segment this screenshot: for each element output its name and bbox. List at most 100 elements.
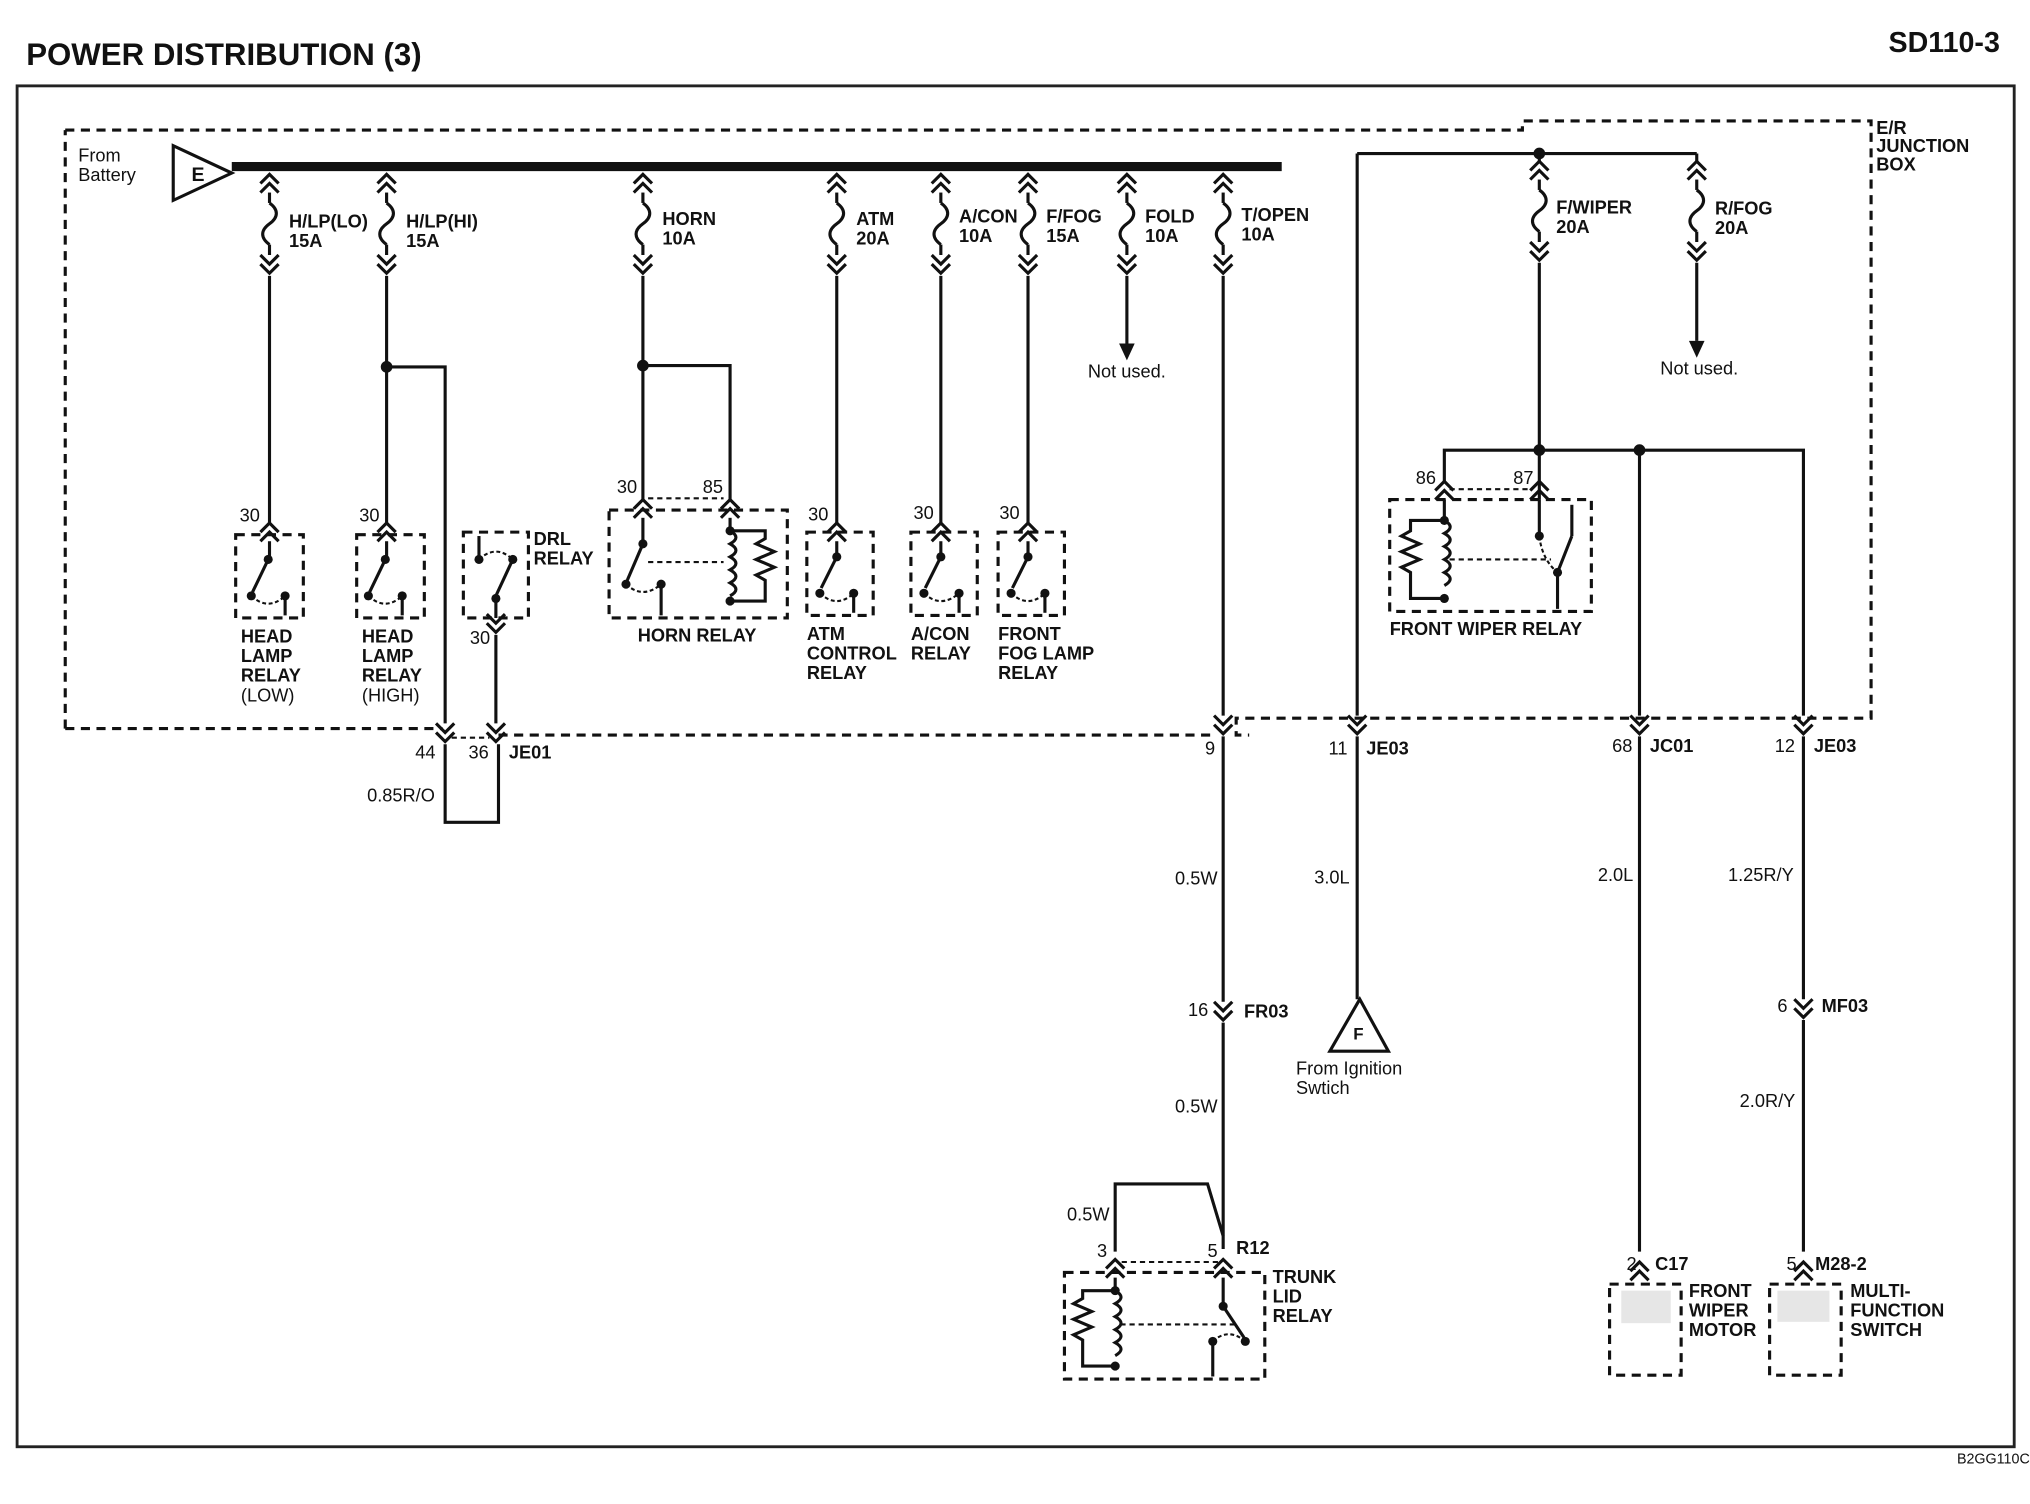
svg-text:F/WIPER: F/WIPER (1556, 197, 1632, 217)
not-used-rfog: Not used. (1660, 359, 1738, 379)
svg-text:JUNCTION: JUNCTION (1876, 136, 1969, 156)
trunk-lid-relay: TRUNK LID RELAY (1062, 1257, 1336, 1381)
ignition-circuit: F From Ignition Swtich (1296, 153, 1402, 1098)
atm-control-relay: 30 ATM CONTROL RELAY (805, 504, 897, 683)
page-code: SD110-3 (1889, 27, 2000, 59)
svg-text:9: 9 (1205, 739, 1215, 759)
connector-je01: 44 36 JE01 0.85R/O (367, 721, 552, 824)
svg-text:(LOW): (LOW) (241, 685, 295, 705)
svg-text:11: 11 (1329, 739, 1348, 759)
svg-text:R12: R12 (1236, 1238, 1269, 1258)
svg-text:2: 2 (1626, 1254, 1636, 1274)
svg-text:68: 68 (1612, 736, 1632, 756)
svg-text:HEAD: HEAD (362, 627, 414, 647)
svg-text:0.5W: 0.5W (1175, 869, 1218, 889)
svg-text:30: 30 (914, 503, 934, 523)
svg-text:5: 5 (1208, 1241, 1218, 1261)
diagram-frame (15, 84, 2016, 1449)
svg-text:12: 12 (1775, 736, 1795, 756)
connector-je03-pin9: 9 (1205, 714, 1234, 759)
svg-text:20A: 20A (1556, 217, 1589, 237)
svg-text:HEAD: HEAD (241, 627, 293, 647)
svg-text:C17: C17 (1655, 1254, 1688, 1274)
svg-text:RELAY: RELAY (241, 666, 301, 686)
connector-jc01: 68 JC01 (1612, 714, 1694, 756)
svg-text:JC01: JC01 (1650, 736, 1694, 756)
svg-text:FUNCTION: FUNCTION (1850, 1301, 1944, 1321)
svg-text:0.5W: 0.5W (1067, 1204, 1110, 1224)
svg-text:30: 30 (617, 477, 637, 497)
svg-text:HORN RELAY: HORN RELAY (638, 625, 757, 645)
svg-text:JE03: JE03 (1366, 739, 1409, 759)
svg-text:A/CON: A/CON (911, 624, 970, 644)
svg-text:15A: 15A (406, 231, 439, 251)
junction-box-label: E/R JUNCTION BOX (1876, 118, 1969, 174)
connector-je03-pin11: 11 JE03 (1329, 739, 1409, 759)
svg-text:From Ignition: From Ignition (1296, 1059, 1402, 1079)
svg-text:2.0L: 2.0L (1598, 865, 1633, 885)
fuse-atm: ATM 20A (826, 172, 894, 524)
svg-text:0.5W: 0.5W (1175, 1096, 1218, 1116)
svg-text:RELAY: RELAY (1273, 1306, 1333, 1326)
battery-source: From Battery E (78, 143, 1282, 203)
svg-text:RELAY: RELAY (807, 663, 867, 683)
svg-text:LID: LID (1273, 1286, 1302, 1306)
mfs-circuit: 1.25R/Y 6 MF03 2.0R/Y 5 M28-2 (1728, 736, 1869, 1282)
svg-text:MOTOR: MOTOR (1689, 1320, 1756, 1340)
fuse-rfog: R/FOG 20A Not used. (1660, 153, 1773, 379)
svg-text:10A: 10A (1241, 225, 1274, 245)
front-wiper-relay: 86 87 FRONT WIPER RELAY (1388, 468, 1593, 639)
svg-text:DRL: DRL (534, 529, 571, 549)
svg-text:E/R: E/R (1876, 118, 1906, 138)
svg-text:20A: 20A (856, 229, 889, 249)
svg-text:85: 85 (703, 477, 723, 497)
wiper-distribution (1442, 444, 1805, 716)
fuse-horn: HORN 10A (632, 172, 732, 500)
svg-text:FRONT: FRONT (998, 624, 1061, 644)
svg-text:F: F (1353, 1025, 1363, 1044)
svg-text:20A: 20A (1715, 218, 1748, 238)
front-wiper-motor: FRONT WIPER MOTOR (1608, 1281, 1756, 1377)
svg-text:MF03: MF03 (1822, 996, 1869, 1016)
svg-text:FOG LAMP: FOG LAMP (998, 644, 1094, 664)
svg-text:10A: 10A (959, 226, 992, 246)
svg-text:From: From (78, 145, 120, 165)
svg-text:ATM: ATM (856, 209, 894, 229)
svg-text:2.0R/Y: 2.0R/Y (1740, 1091, 1796, 1111)
svg-text:16: 16 (1188, 1000, 1208, 1020)
acon-relay: 30 A/CON RELAY (909, 503, 979, 664)
page-title: POWER DISTRIBUTION (3) (26, 37, 421, 72)
svg-text:FRONT WIPER RELAY: FRONT WIPER RELAY (1390, 619, 1583, 639)
svg-text:30: 30 (999, 503, 1019, 523)
junction-box-outline (63, 119, 1873, 737)
svg-text:T/OPEN: T/OPEN (1241, 205, 1309, 225)
svg-text:H/LP(HI): H/LP(HI) (406, 212, 478, 232)
fuse-fold: FOLD 10A Not used. (1088, 172, 1195, 381)
svg-text:M28-2: M28-2 (1815, 1254, 1867, 1274)
svg-text:CONTROL: CONTROL (807, 644, 897, 664)
svg-text:H/LP(LO): H/LP(LO) (289, 212, 368, 232)
svg-text:FRONT: FRONT (1689, 1281, 1752, 1301)
svg-text:LAMP: LAMP (362, 646, 414, 666)
svg-text:FR03: FR03 (1244, 1001, 1289, 1021)
svg-text:Battery: Battery (78, 165, 137, 185)
svg-text:FOLD: FOLD (1145, 206, 1195, 226)
fuse-hlp-lo: H/LP(LO) 15A (258, 172, 368, 524)
svg-text:15A: 15A (1046, 226, 1079, 246)
svg-text:F/FOG: F/FOG (1046, 206, 1102, 226)
svg-text:Swtich: Swtich (1296, 1078, 1350, 1098)
multi-function-switch: MULTI- FUNCTION SWITCH (1768, 1281, 1944, 1377)
horn-relay: 30 85 HORN RELAY (607, 477, 789, 645)
svg-text:1.25R/Y: 1.25R/Y (1728, 865, 1794, 885)
trunk-circuit: 0.5W 16 FR03 0.5W 0.5W 3 5 R12 (1067, 736, 1289, 1264)
svg-text:R/FOG: R/FOG (1715, 199, 1773, 219)
front-fog-lamp-relay: 30 FRONT FOG LAMP RELAY (996, 503, 1094, 683)
svg-text:BOX: BOX (1876, 154, 1915, 174)
svg-text:JE01: JE01 (509, 743, 552, 763)
svg-text:10A: 10A (662, 229, 695, 249)
connector-je03-pin12: 12 JE03 (1775, 714, 1856, 756)
svg-text:E: E (191, 164, 204, 186)
fuse-topen: T/OPEN 10A (1212, 172, 1309, 716)
image-code: B2GG110C (1957, 1452, 2030, 1468)
